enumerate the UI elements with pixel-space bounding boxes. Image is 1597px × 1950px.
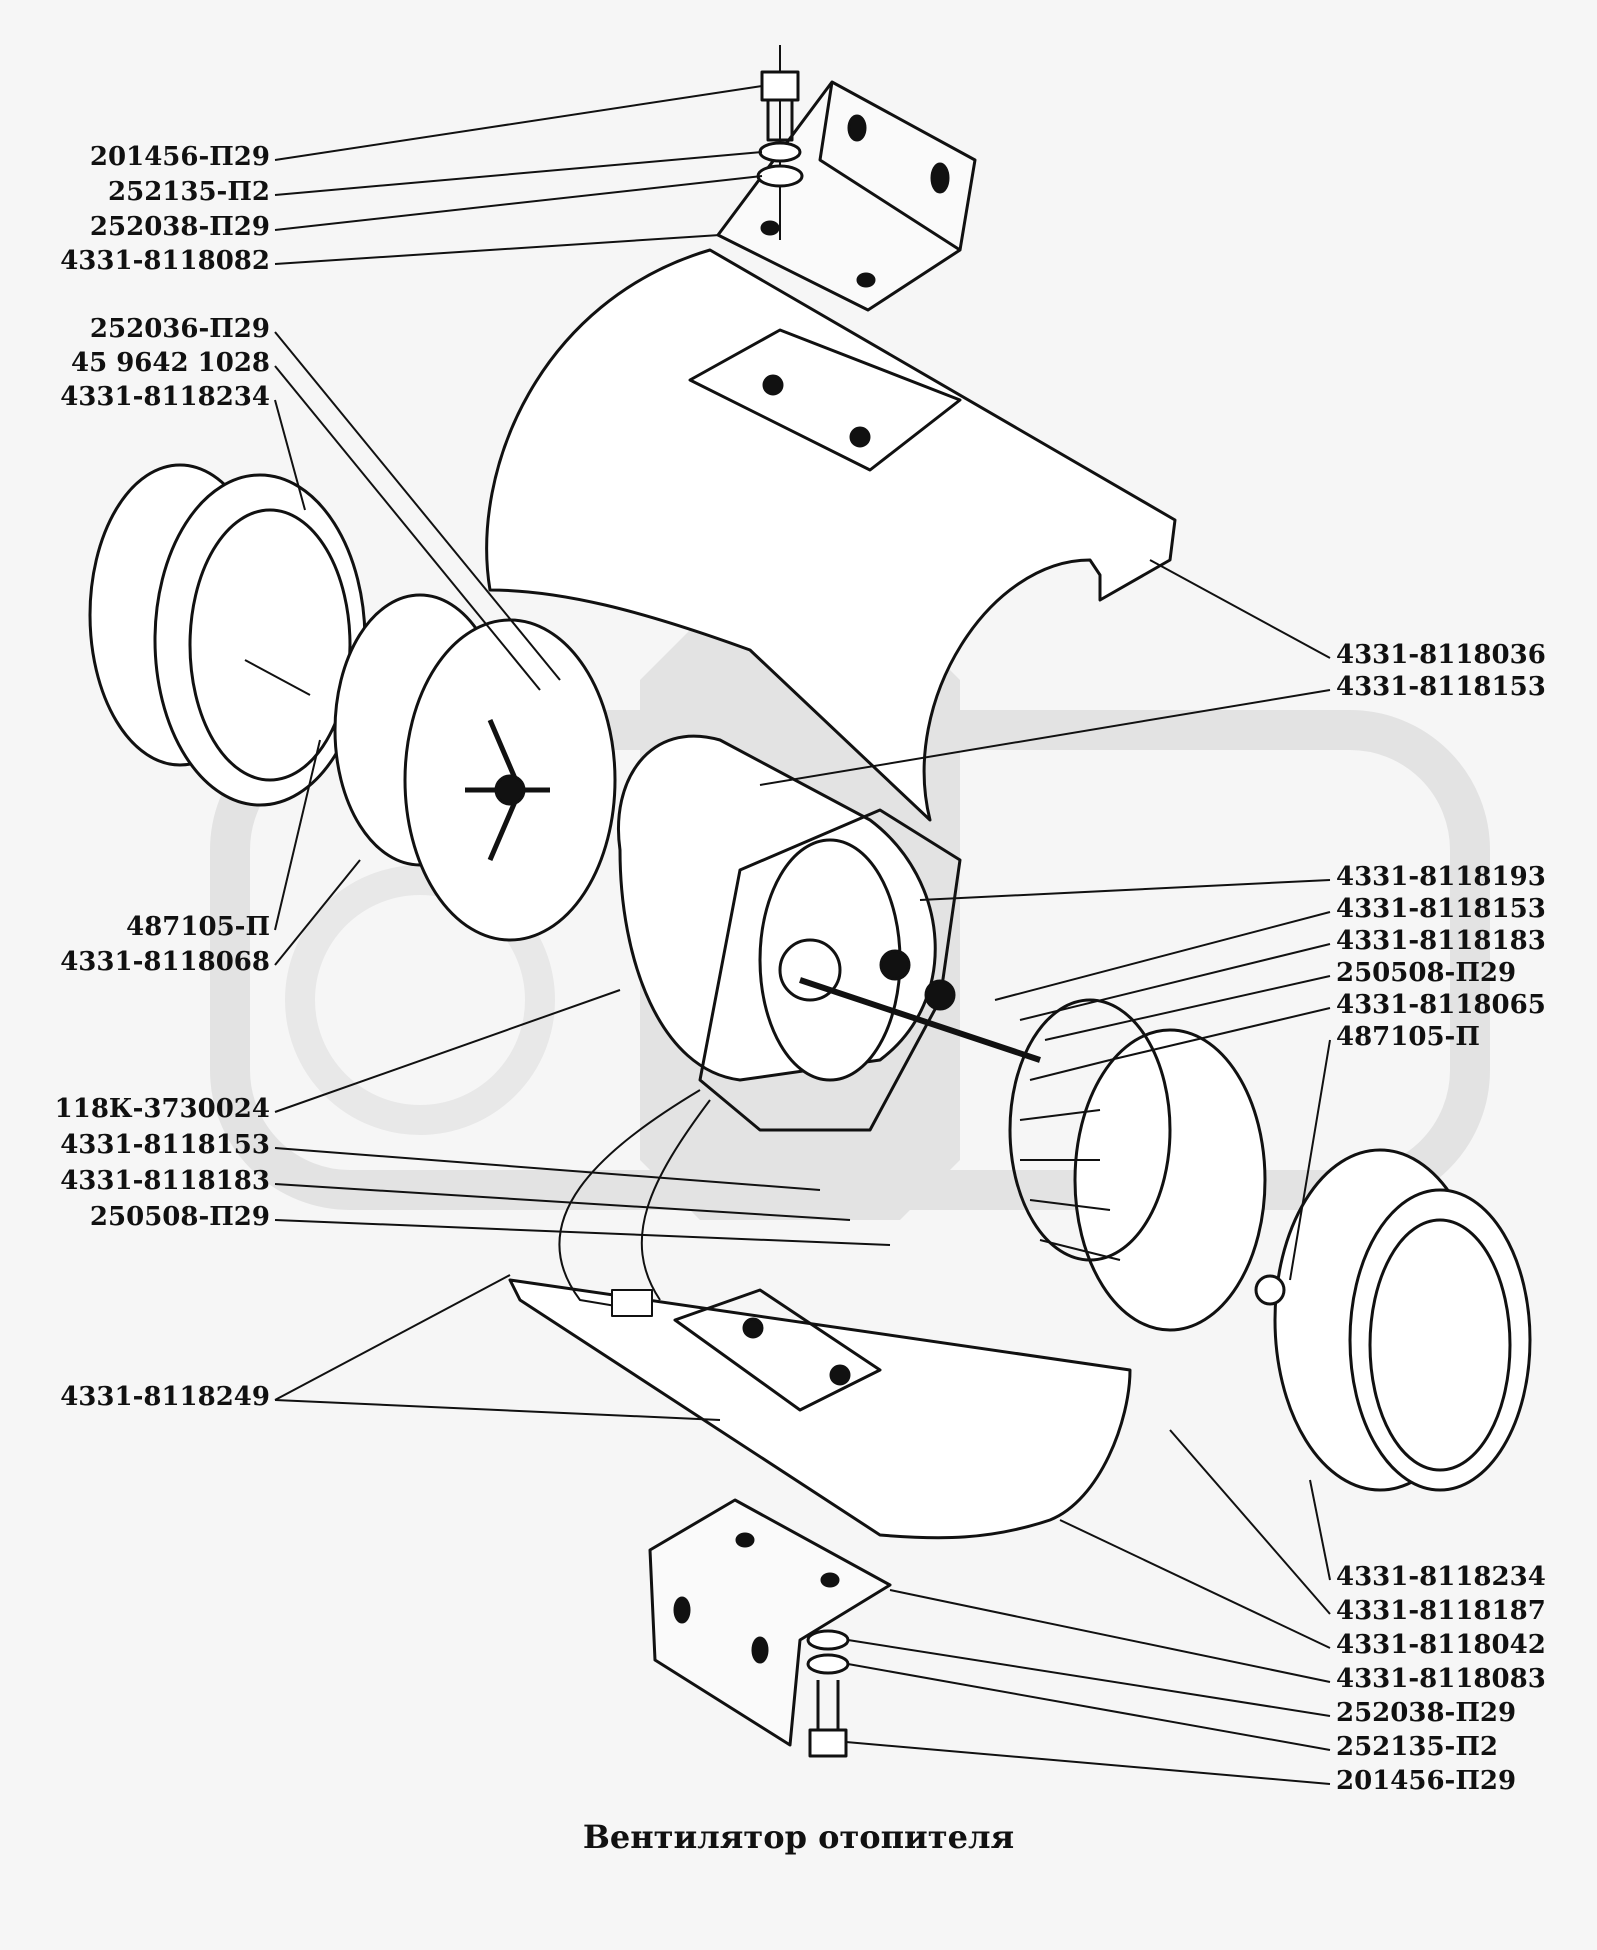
- part-label-left: 4331-8118068: [60, 947, 270, 977]
- part-label-left: 201456-П29: [89, 142, 270, 172]
- upper-housing: [485, 248, 1177, 822]
- part-label-left: 4331-8118234: [60, 382, 270, 412]
- bottom-bolt: [806, 1629, 850, 1758]
- part-label-right: 252038-П29: [1336, 1698, 1517, 1728]
- part-label-right: 4331-8118193: [1336, 862, 1546, 892]
- part-label-right: 250508-П29: [1336, 958, 1517, 988]
- part-label-right: 4331-8118153: [1336, 894, 1546, 924]
- right-flange: [1254, 1148, 1532, 1492]
- part-label-left: 118К-3730024: [54, 1094, 270, 1124]
- part-label-right: 4331-8118065: [1336, 990, 1546, 1020]
- part-label-right: 4331-8118042: [1336, 1630, 1546, 1660]
- motor: [617, 734, 1041, 1082]
- part-label-left: 250508-П29: [89, 1202, 270, 1232]
- part-label-right: 201456-П29: [1336, 1766, 1517, 1796]
- part-label-left: 252036-П29: [89, 314, 270, 344]
- right-impeller: [1008, 998, 1267, 1332]
- diagram-caption: Вентилятор отопителя: [582, 1818, 1015, 1856]
- lower-housing: [508, 1278, 1132, 1540]
- parts: [88, 45, 1532, 1758]
- top-bracket: [716, 80, 977, 312]
- part-label-left: 4331-8118153: [60, 1130, 270, 1160]
- part-label-left: 4331-8118183: [60, 1166, 270, 1196]
- part-label-right: 4331-8118187: [1336, 1596, 1546, 1626]
- part-label-right: 4331-8118036: [1336, 640, 1546, 670]
- bottom-bracket: [648, 1498, 892, 1747]
- part-label-left: 4331-8118249: [60, 1382, 270, 1412]
- part-label-left: 45 9642 1028: [70, 348, 270, 378]
- top-bolt: [756, 45, 804, 240]
- part-label-right: 4331-8118234: [1336, 1562, 1546, 1592]
- motor-bracket: [698, 808, 962, 1132]
- part-label-left: 252135-П2: [108, 177, 270, 207]
- part-label-right: 4331-8118183: [1336, 926, 1546, 956]
- part-label-left: 252038-П29: [89, 212, 270, 242]
- part-label-left: 487105-П: [126, 912, 270, 942]
- part-label-right: 252135-П2: [1336, 1732, 1498, 1762]
- part-label-left: 4331-8118082: [60, 246, 270, 276]
- leader-lines: [274, 85, 1331, 1785]
- part-label-right: 4331-8118153: [1336, 672, 1546, 702]
- left-impeller: [333, 593, 617, 942]
- part-label-right: 4331-8118083: [1336, 1664, 1546, 1694]
- part-label-right: 487105-П: [1336, 1022, 1480, 1052]
- left-flange: [88, 463, 367, 807]
